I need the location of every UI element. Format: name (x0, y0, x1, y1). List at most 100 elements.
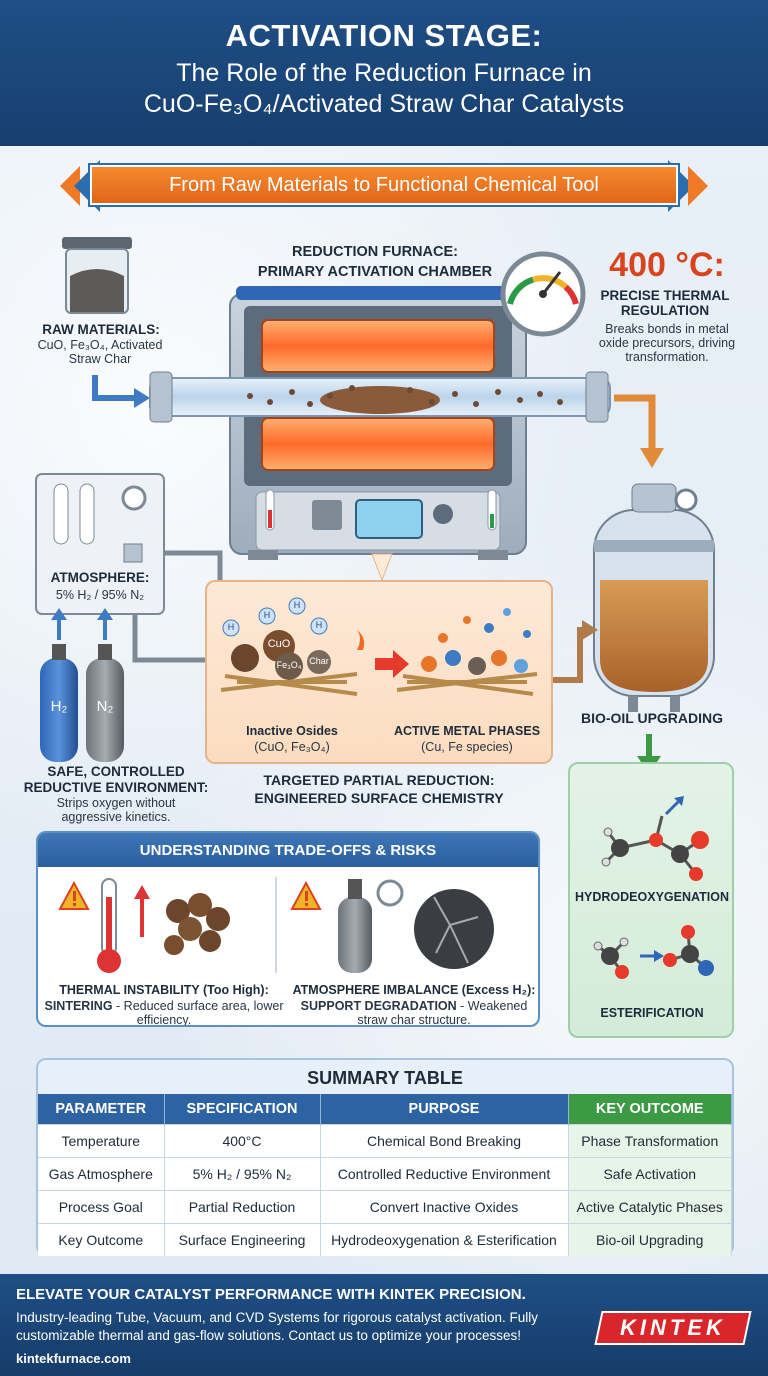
furnace-to-reactor-arrow (614, 394, 656, 450)
header-banner: ACTIVATION STAGE: The Role of the Reduct… (0, 0, 768, 146)
reduction-illustration (220, 597, 538, 696)
tube-particle (557, 399, 563, 405)
inactive-oxides-title: Inactive Osides (246, 724, 338, 738)
support-degradation-label: SUPPORT DEGRADATION (300, 999, 457, 1013)
bio-oil-title: BIO-OIL UPGRADING (580, 710, 724, 726)
particle-label-char: Char (309, 656, 329, 666)
ribbon-banner: From Raw Materials to Functional Chemica… (90, 165, 678, 205)
table-cell: Partial Reduction (164, 1189, 321, 1223)
partial-reduction-caption-line2: ENGINEERED SURFACE CHEMISTRY (254, 790, 504, 806)
tube-particle (307, 401, 313, 407)
molecule-illustration (593, 796, 714, 979)
temperature-gauge-icon (500, 251, 586, 337)
column-header: KEY OUTCOME (568, 1094, 732, 1124)
atmosphere-imbalance-desc: SUPPORT DEGRADATION - Weakened straw cha… (300, 999, 528, 1027)
atmosphere-title: ATMOSPHERE: (50, 570, 150, 585)
table-cell: Surface Engineering (164, 1222, 321, 1256)
esterification-label: ESTERIFICATION (600, 1006, 704, 1020)
safe-env-desc: Strips oxygen without aggressive kinetic… (56, 796, 176, 824)
temperature-value: 400 °C: (609, 246, 725, 284)
table-cell: 5% H₂ / 95% N₂ (164, 1156, 321, 1190)
summary-table: PARAMETER SPECIFICATION PURPOSE KEY OUTC… (38, 1094, 732, 1256)
table-cell: Active Catalytic Phases (568, 1189, 732, 1223)
tube-particle (495, 389, 501, 395)
raw-materials-arrow (92, 375, 135, 401)
tube-particle (247, 393, 253, 399)
ribbon-right-arrow (688, 166, 708, 206)
tube-particle (517, 397, 523, 403)
bio-oil-reactor-icon (593, 483, 715, 712)
gas-control-panel-icon (35, 473, 165, 615)
hydrogen-label: H (315, 620, 323, 630)
particle-label-cuo: CuO (267, 638, 291, 650)
table-row: Process Goal Partial Reduction Convert I… (38, 1189, 732, 1223)
footer-title: ELEVATE YOUR CATALYST PERFORMANCE WITH K… (16, 1286, 526, 1303)
page-subtitle-line1: The Role of the Reduction Furnace in (176, 59, 592, 87)
table-header-row: PARAMETER SPECIFICATION PURPOSE KEY OUTC… (38, 1094, 732, 1124)
tube-particle (452, 391, 458, 397)
support-degradation-desc: - Weakened straw char structure. (357, 999, 528, 1027)
table-cell: Temperature (38, 1123, 165, 1157)
footer-banner: ELEVATE YOUR CATALYST PERFORMANCE WITH K… (0, 1274, 768, 1376)
column-header: PARAMETER (38, 1094, 165, 1124)
tube-particle (267, 399, 273, 405)
column-header: SPECIFICATION (164, 1094, 321, 1124)
hydrodeoxygenation-label: HYDRODEOXYGENATION (575, 890, 729, 904)
partial-to-reactor-arrow (553, 627, 586, 683)
table-cell: Process Goal (38, 1189, 165, 1223)
kintek-logo-text: KINTEK (620, 1315, 726, 1340)
table-row: Key Outcome Surface Engineering Hydrodeo… (38, 1222, 732, 1256)
table-cell: Convert Inactive Oxides (320, 1189, 569, 1223)
tube-particle (349, 385, 355, 391)
tradeoffs-title: UNDERSTANDING TRADE-OFFS & RISKS (38, 833, 538, 867)
hydrogen-label: H (227, 622, 235, 632)
kintek-logo[interactable]: KINTEK (594, 1311, 752, 1345)
table-row: Temperature 400°C Chemical Bond Breaking… (38, 1123, 732, 1157)
page-subtitle-line2: CuO-Fe₃O₄/Activated Straw Char Catalysts (143, 90, 625, 118)
safe-env-title-line1: SAFE, CONTROLLED (47, 764, 185, 779)
reduction-furnace-icon (229, 286, 527, 560)
temperature-desc: Breaks bonds in metal oxide precursors, … (598, 322, 736, 364)
sintering-desc: - Reduced surface area, lower efficiency… (112, 999, 284, 1027)
summary-title: SUMMARY TABLE (307, 1068, 463, 1088)
partial-reduction-panel: CuO Fe₃O₄ Char H H H H Inactive Osides (… (205, 580, 553, 764)
table-row: Gas Atmosphere 5% H₂ / 95% N₂ Controlled… (38, 1156, 732, 1190)
summary-panel: SUMMARY TABLE PARAMETER SPECIFICATION PU… (36, 1058, 734, 1256)
raw-materials-desc: CuO, Fe₃O₄, Activated Straw Char (37, 338, 163, 366)
footer-url-link[interactable]: kintekfurnace.com (16, 1351, 131, 1366)
tube-particle (537, 391, 543, 397)
table-cell: Chemical Bond Breaking (320, 1123, 569, 1157)
footer-body: Industry-leading Tube, Vacuum, and CVD S… (16, 1310, 538, 1343)
h2-label: H₂ (50, 698, 68, 715)
furnace-tube-icon (149, 371, 611, 423)
tube-particle (473, 401, 479, 407)
tradeoffs-illustration (58, 877, 494, 973)
furnace-title-line1: REDUCTION FURNACE: (292, 244, 458, 260)
table-cell: 400°C (164, 1123, 321, 1157)
inactive-oxides-desc: (CuO, Fe₃O₄) (254, 740, 330, 754)
hydrogen-label: H (263, 610, 271, 620)
raw-materials-jar-icon (62, 237, 132, 314)
atmosphere-value: 5% H₂ / 95% N₂ (55, 588, 145, 602)
tube-particle (289, 389, 295, 395)
table-cell: Hydrodeoxygenation & Esterification (320, 1222, 569, 1256)
bio-oil-upgrading-panel: HYDRODEOXYGENATION ESTERIFICATION (568, 762, 734, 1038)
safe-env-title-line2: REDUCTIVE ENVIRONMENT: (23, 780, 209, 795)
n2-label: N₂ (96, 698, 114, 715)
tradeoffs-panel: UNDERSTANDING TRADE-OFFS & RISKS THERMAL… (36, 831, 540, 1027)
particle-label-fe3o4: Fe₃O₄ (276, 660, 302, 670)
table-cell: Phase Transformation (568, 1123, 732, 1157)
tube-particle (407, 387, 413, 393)
partial-reduction-caption-line1: TARGETED PARTIAL REDUCTION: (263, 772, 495, 788)
table-cell: Controlled Reductive Environment (320, 1156, 569, 1190)
thermal-instability-desc: SINTERING - Reduced surface area, lower … (44, 999, 284, 1027)
raw-materials-title: RAW MATERIALS: (42, 322, 160, 337)
active-phases-title: ACTIVE METAL PHASES (393, 724, 541, 738)
sintering-label: SINTERING (44, 999, 113, 1013)
hydrogen-label: H (293, 600, 301, 610)
thermal-instability-title: THERMAL INSTABILITY (Too High): (59, 983, 269, 997)
column-header: PURPOSE (320, 1094, 569, 1124)
tube-particle (429, 399, 435, 405)
active-phases-desc: (Cu, Fe species) (421, 740, 513, 754)
